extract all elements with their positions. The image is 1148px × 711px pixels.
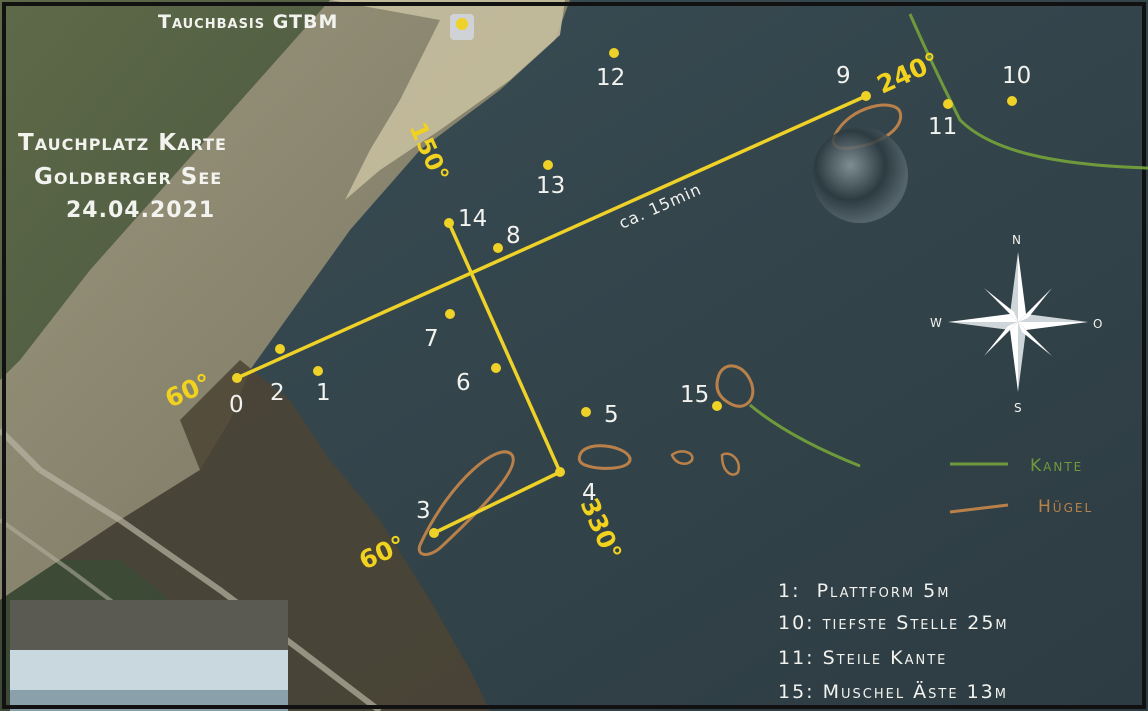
waypoint-label-15: 15: [680, 382, 709, 408]
hill-small-a: [670, 450, 694, 465]
route: [236, 94, 867, 535]
waypoint-dot-5[interactable]: [581, 407, 591, 417]
compass-w: W: [930, 316, 942, 330]
waypoint-dot-4[interactable]: [555, 467, 565, 477]
waypoint-dot-0[interactable]: [232, 373, 242, 383]
field-area: [0, 0, 330, 380]
inset-photo: [10, 600, 288, 711]
waypoint-labels: 0 1 2 3 4 5 6 7 8 9 10 11 12 13 14 15: [229, 63, 1031, 524]
waypoint-dot-6[interactable]: [491, 363, 501, 373]
map-pin-icon: [450, 14, 474, 40]
waypoint-label-8: 8: [506, 223, 521, 249]
hill-4: [577, 444, 632, 470]
legend-huegel-label: Hügel: [1038, 497, 1093, 517]
waypoint-label-11: 11: [928, 114, 957, 140]
legend: Kante Hügel: [949, 456, 1093, 517]
waypoint-label-0: 0: [229, 392, 244, 418]
compass-o: O: [1093, 317, 1102, 331]
waypoint-label-5: 5: [604, 402, 619, 428]
legend-huegel-line: [949, 503, 1009, 514]
waypoint-label-10: 10: [1002, 63, 1031, 89]
compass-rose-icon: [948, 252, 1088, 392]
title-line2: Goldberger See: [34, 164, 222, 190]
waypoint-dots: [232, 48, 1017, 538]
hill-3: [417, 450, 515, 556]
compass-n: N: [1012, 233, 1021, 247]
legend-kante-label: Kante: [1030, 456, 1083, 476]
waypoint-dot-3[interactable]: [429, 528, 439, 538]
waypoint-dot-10[interactable]: [1007, 96, 1017, 106]
note-15: 15: Muschel Äste 13m: [778, 680, 1008, 703]
compass-s: S: [1014, 401, 1022, 415]
waypoint-label-7: 7: [424, 326, 439, 352]
waypoint-label-6: 6: [456, 370, 471, 396]
waypoint-label-1: 1: [316, 380, 331, 406]
hill-15: [715, 364, 755, 408]
base-sand: [330, 0, 565, 200]
waypoint-dot-12[interactable]: [609, 48, 619, 58]
tree-belt: [60, 360, 490, 711]
waypoint-label-2: 2: [270, 380, 285, 406]
waypoint-dot-2[interactable]: [275, 344, 285, 354]
edge-line-south: [749, 403, 861, 468]
waypoint-dot-13[interactable]: [543, 160, 553, 170]
note-11: 11: Steile Kante: [778, 647, 947, 669]
base-label: Tauchbasis GTBM: [158, 11, 338, 33]
waypoint-label-4: 4: [582, 480, 597, 506]
note-10: 10: tiefste Stelle 25m: [778, 612, 1009, 634]
waypoint-dot-8[interactable]: [493, 243, 503, 253]
waypoint-dot-15[interactable]: [712, 401, 722, 411]
edge-line-north: [908, 13, 1148, 170]
hill-small-b: [720, 452, 741, 476]
waypoint-dot-11[interactable]: [943, 99, 953, 109]
waypoint-label-12: 12: [596, 65, 625, 91]
waypoint-label-14: 14: [458, 206, 487, 232]
notes: 1: Plattform 5m 10: tiefste Stelle 25m 1…: [778, 580, 1009, 703]
waypoint-label-13: 13: [536, 173, 565, 199]
shore-strip: [0, 0, 570, 600]
waypoint-dot-14[interactable]: [444, 218, 454, 228]
waypoint-label-9: 9: [836, 63, 851, 89]
waypoint-label-3: 3: [416, 498, 431, 524]
note-1: 1: Plattform 5m: [778, 580, 950, 602]
waypoint-dot-1[interactable]: [313, 366, 323, 376]
waypoint-dot-9[interactable]: [861, 91, 871, 101]
date-label: 24.04.2021: [66, 198, 215, 223]
title-line1: Tauchplatz Karte: [18, 130, 227, 156]
waypoint-dot-7[interactable]: [445, 309, 455, 319]
water-drop: [812, 127, 908, 223]
